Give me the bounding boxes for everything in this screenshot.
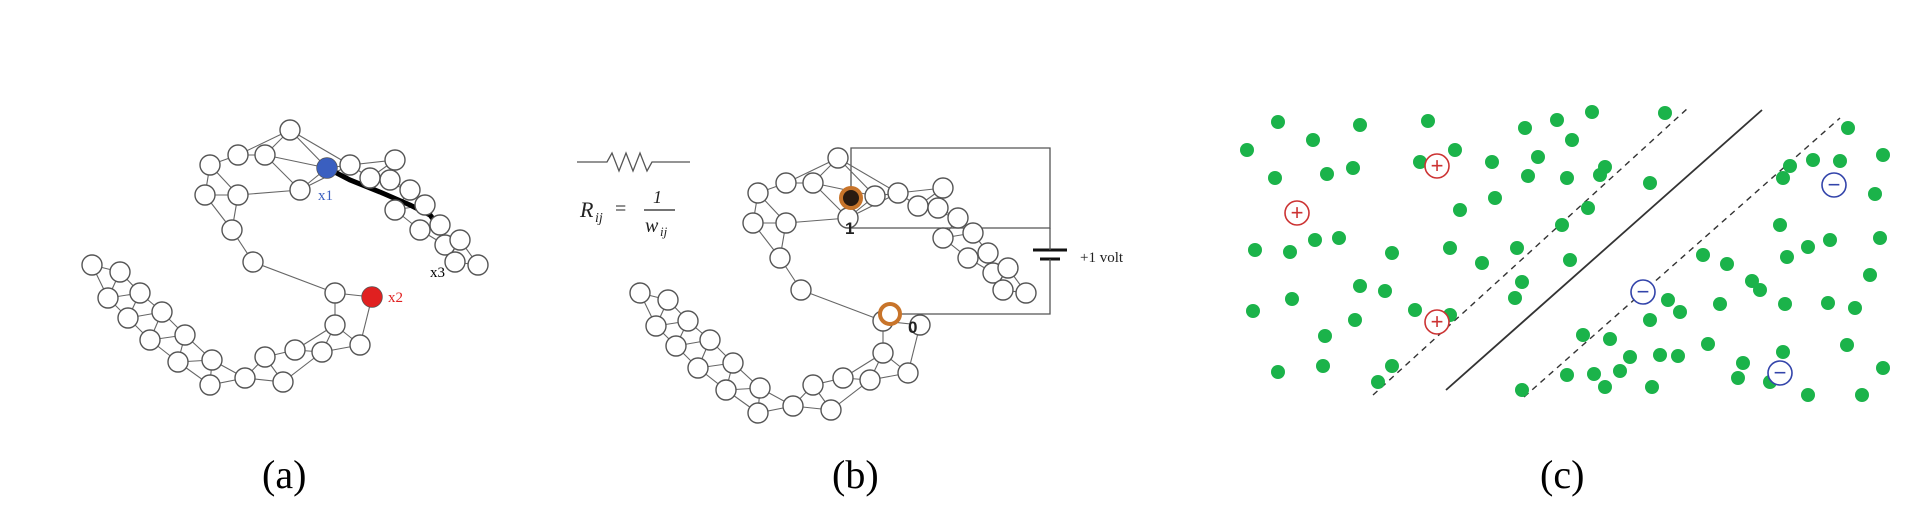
formula-numerator: 1 — [653, 187, 662, 207]
label-x2: x2 — [388, 290, 403, 306]
svg-text:+: + — [1431, 153, 1444, 178]
sink-terminal — [878, 302, 902, 326]
labeled-points: + + + − − − — [1284, 153, 1847, 386]
negative-point: − — [1767, 360, 1793, 386]
label-x3: x3 — [430, 265, 445, 281]
positive-point: + — [1424, 309, 1450, 335]
svg-text:−: − — [1637, 279, 1650, 304]
margin-line-lower — [1523, 117, 1841, 398]
panel-b-nodes — [629, 147, 1037, 424]
positive-point: + — [1424, 153, 1450, 179]
node-x2 — [362, 287, 382, 307]
node-x1 — [317, 158, 337, 178]
battery-label: +1 volt — [1080, 250, 1124, 266]
sink-label: 0 — [908, 318, 917, 337]
source-label: 1 — [845, 219, 854, 238]
panel-b-graph: R ij = 1 w ij +1 volt 1 0 — [577, 147, 1124, 424]
caption-b: (b) — [832, 452, 879, 497]
formula-equals: = — [615, 198, 626, 220]
battery-icon — [1033, 228, 1067, 272]
panel-c-plot: + + + − − − — [1240, 105, 1890, 402]
svg-text:+: + — [1431, 309, 1444, 334]
formula-denominator: w — [645, 215, 659, 237]
panel-a-graph: x1 x2 x3 — [81, 119, 489, 396]
svg-text:+: + — [1291, 200, 1304, 225]
svg-text:−: − — [1828, 172, 1841, 197]
source-terminal — [839, 186, 863, 210]
resistor-symbol — [577, 151, 690, 173]
formula-r: R — [579, 197, 594, 222]
panel-a-nodes — [81, 119, 489, 396]
formula-den-sub: ij — [660, 224, 668, 239]
positive-point: + — [1284, 200, 1310, 226]
resistance-formula: R ij = 1 w ij — [579, 187, 675, 239]
negative-point: − — [1821, 172, 1847, 198]
formula-r-sub: ij — [595, 211, 603, 226]
label-x1: x1 — [318, 188, 333, 204]
negative-point: − — [1630, 279, 1656, 305]
decision-boundary — [1445, 109, 1763, 391]
caption-a: (a) — [262, 452, 306, 497]
unlabeled-points — [1240, 105, 1890, 402]
caption-c: (c) — [1540, 452, 1584, 497]
circuit-wire-bottom — [890, 272, 1051, 315]
svg-text:−: − — [1774, 360, 1787, 385]
margin-line-upper — [1372, 107, 1689, 396]
